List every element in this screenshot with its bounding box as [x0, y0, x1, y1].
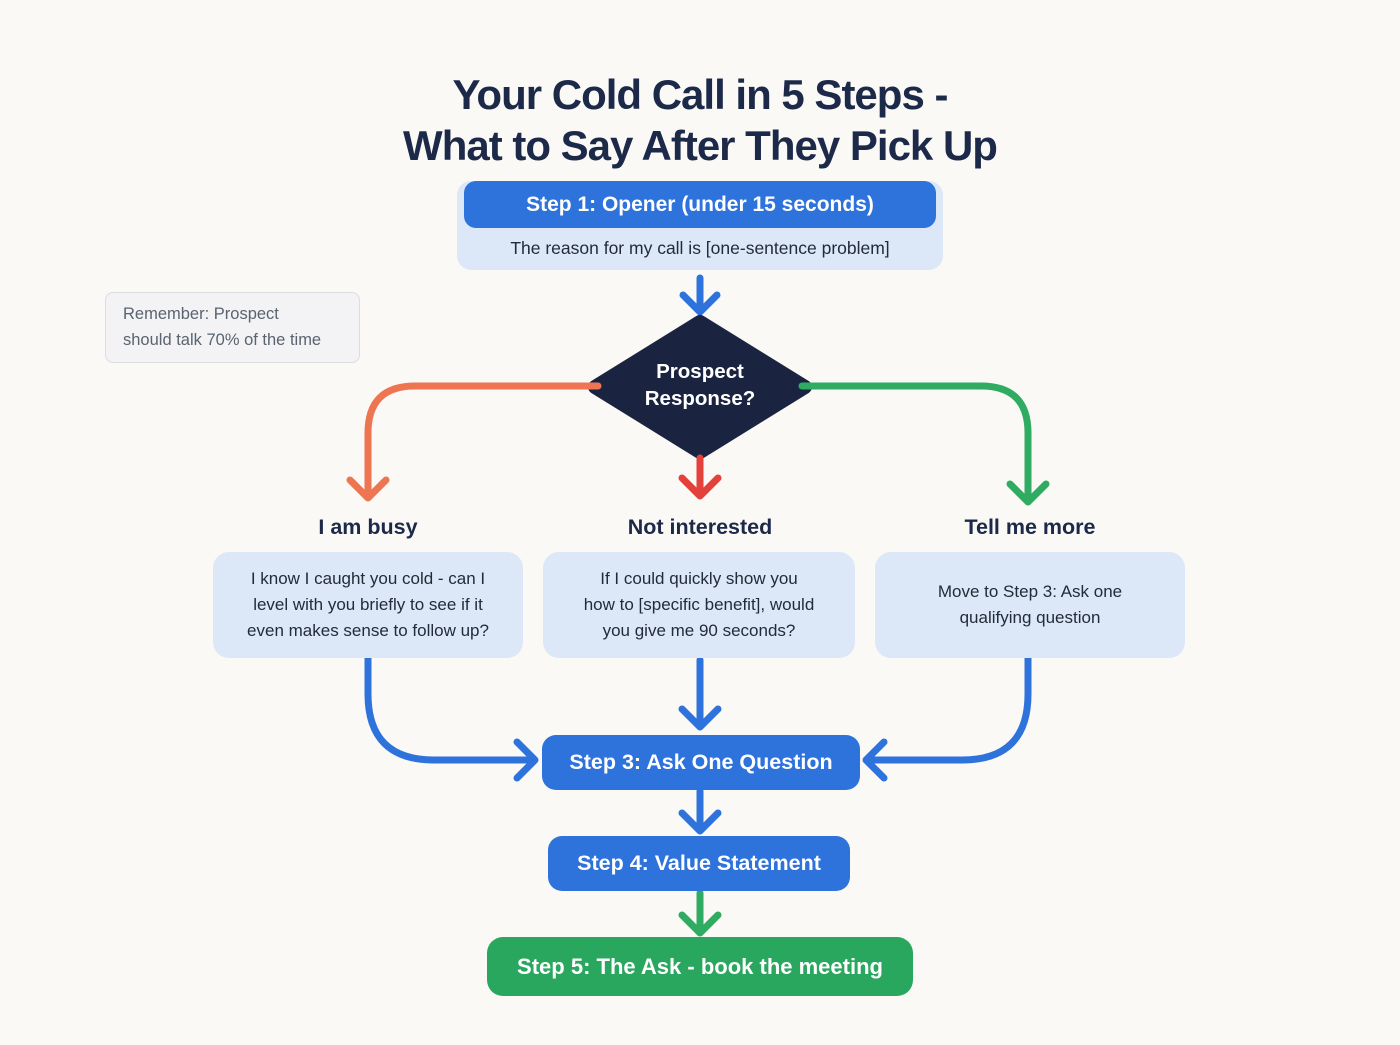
title-line-2: What to Say After They Pick Up	[403, 121, 998, 169]
step3-box: Step 3: Ask One Question	[542, 735, 860, 790]
title-line-1: Your Cold Call in 5 Steps -	[452, 71, 949, 119]
response-box-not-interested: If I could quickly show you how to [spec…	[543, 552, 855, 658]
step1-script: The reason for my call is [one-sentence …	[510, 237, 890, 258]
arrow-step3-to-step4	[678, 787, 722, 835]
step4-box: Step 4: Value Statement	[548, 836, 850, 891]
converge-arrow-right	[862, 654, 1032, 782]
arrow-step1-to-decision	[679, 274, 721, 316]
converge-arrow-middle	[678, 656, 722, 731]
step5-box: Step 5: The Ask - book the meeting	[487, 937, 913, 996]
branch-arrow-not-interested	[678, 454, 722, 500]
reminder-note: Remember: Prospect should talk 70% of th…	[105, 292, 360, 363]
step1-header: Step 1: Opener (under 15 seconds)	[464, 181, 936, 228]
branch-label-tell-me-more: Tell me more	[964, 515, 1096, 539]
response-box-tell-me-more: Move to Step 3: Ask one qualifying quest…	[875, 552, 1185, 658]
branch-arrow-tell-me-more	[798, 382, 1050, 506]
branch-label-not-interested: Not interested	[627, 515, 773, 539]
decision-label: Prospect Response?	[644, 360, 756, 411]
response-box-busy: I know I caught you cold - can I level w…	[213, 552, 523, 658]
arrow-step4-to-step5	[678, 889, 722, 937]
step1-card: Step 1: Opener (under 15 seconds) The re…	[457, 181, 943, 270]
decision-diamond	[588, 315, 812, 459]
branch-label-busy: I am busy	[318, 515, 418, 539]
page-title: Your Cold Call in 5 Steps - What to Say …	[0, 70, 1400, 171]
converge-arrow-left	[364, 654, 539, 782]
branch-arrow-busy	[346, 382, 602, 502]
